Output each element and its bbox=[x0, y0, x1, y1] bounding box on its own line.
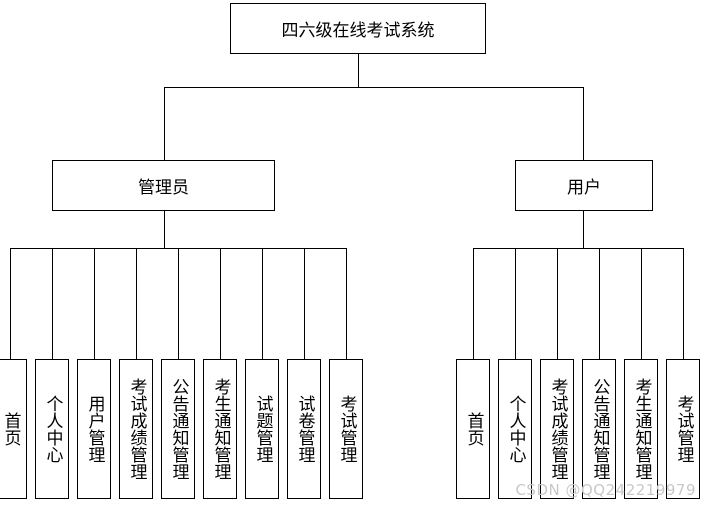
user-node: 用户 bbox=[515, 160, 653, 211]
user-module-box: 公告通知管理 bbox=[582, 359, 616, 499]
admin-module-label: 用户管理 bbox=[84, 395, 105, 463]
connector-line bbox=[164, 210, 165, 248]
connector-line bbox=[164, 87, 584, 88]
user-module-label: 考试成绩管理 bbox=[547, 378, 568, 480]
admin-module-label: 公告通知管理 bbox=[168, 378, 189, 480]
connector-line bbox=[557, 248, 558, 359]
admin-module-label: 考试成绩管理 bbox=[126, 378, 147, 480]
user-module-label: 考生通知管理 bbox=[631, 378, 652, 480]
admin-module-box: 考生通知管理 bbox=[203, 359, 237, 499]
connector-line bbox=[178, 248, 179, 359]
admin-module-box: 个人中心 bbox=[35, 359, 69, 499]
admin-module-label: 试卷管理 bbox=[294, 395, 315, 463]
user-module-box: 考试成绩管理 bbox=[540, 359, 574, 499]
admin-module-box: 考试管理 bbox=[329, 359, 363, 499]
user-module-box: 首页 bbox=[456, 359, 490, 499]
connector-line bbox=[583, 87, 584, 161]
admin-node: 管理员 bbox=[52, 160, 275, 211]
connector-line bbox=[473, 248, 683, 249]
user-module-label: 考试管理 bbox=[673, 395, 694, 463]
user-module-box: 个人中心 bbox=[498, 359, 532, 499]
admin-module-label: 考试管理 bbox=[336, 395, 357, 463]
admin-module-box: 公告通知管理 bbox=[161, 359, 195, 499]
connector-line bbox=[10, 248, 11, 359]
connector-line bbox=[599, 248, 600, 359]
admin-node-label: 管理员 bbox=[138, 178, 189, 198]
watermark: CSDN @QQ242219979 bbox=[515, 481, 696, 499]
admin-module-box: 试题管理 bbox=[245, 359, 279, 499]
connector-line bbox=[641, 248, 642, 359]
user-module-label: 个人中心 bbox=[505, 395, 526, 463]
admin-module-box: 用户管理 bbox=[77, 359, 111, 499]
connector-line bbox=[346, 248, 347, 359]
admin-module-label: 考生通知管理 bbox=[210, 378, 231, 480]
admin-module-box: 首页 bbox=[0, 359, 27, 499]
connector-line bbox=[473, 248, 474, 359]
user-module-label: 首页 bbox=[463, 412, 484, 446]
connector-line bbox=[94, 248, 95, 359]
connector-line bbox=[52, 248, 53, 359]
connector-line bbox=[164, 87, 165, 161]
admin-module-label: 首页 bbox=[0, 412, 21, 446]
root-node: 四六级在线考试系统 bbox=[230, 3, 486, 54]
connector-line bbox=[515, 248, 516, 359]
connector-line bbox=[262, 248, 263, 359]
user-node-label: 用户 bbox=[567, 178, 601, 198]
connector-line bbox=[220, 248, 221, 359]
user-module-label: 公告通知管理 bbox=[589, 378, 610, 480]
connector-line bbox=[583, 210, 584, 248]
connector-line bbox=[304, 248, 305, 359]
connector-line bbox=[358, 53, 359, 88]
admin-module-box: 试卷管理 bbox=[287, 359, 321, 499]
admin-module-label: 个人中心 bbox=[42, 395, 63, 463]
admin-module-box: 考试成绩管理 bbox=[119, 359, 153, 499]
user-module-box: 考生通知管理 bbox=[624, 359, 658, 499]
root-node-label: 四六级在线考试系统 bbox=[281, 21, 435, 41]
user-module-box: 考试管理 bbox=[666, 359, 700, 499]
connector-line bbox=[683, 248, 684, 359]
connector-line bbox=[136, 248, 137, 359]
admin-module-label: 试题管理 bbox=[252, 395, 273, 463]
